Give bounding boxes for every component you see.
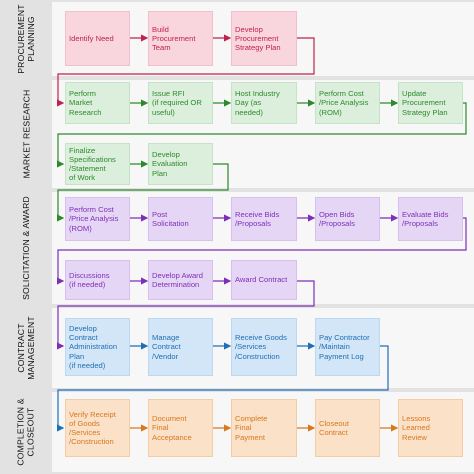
node-text: Develop Contract Administration Plan (if… (69, 323, 118, 370)
node-develop-award-determination: Develop Award Determination (148, 260, 213, 300)
node-build-team: Build Procurement Team (148, 11, 213, 66)
node-text: Develop Award Determination (152, 270, 203, 289)
node-develop-evaluation-plan: Develop Evaluation Plan (148, 143, 213, 185)
node-issue-rfi: Issue RFI (if required OR useful) (148, 82, 213, 124)
node-text: Discussions (if needed) (69, 270, 110, 289)
node-text: Award Contract (235, 275, 288, 285)
node-evaluate-bids: Evaluate Bids /Proposals (398, 197, 463, 241)
node-receive-goods: Receive Goods /Services /Construction (231, 318, 297, 376)
node-text: Finalize Specifications /Statement of Wo… (69, 145, 116, 183)
node-post-solicitation: Post Solicitation (148, 197, 213, 241)
node-closeout-contract: Closeout Contract (315, 399, 380, 457)
node-text: Perform Cost /Price Analysis (ROM) (69, 205, 119, 233)
lane-label-completion-closeout: COMPLETION & CLOSEOUT (0, 392, 52, 472)
node-text: Closeout Contract (319, 418, 349, 437)
node-text: Post Solicitation (152, 209, 189, 228)
node-text: Receive Goods /Services /Construction (235, 333, 287, 361)
node-text: Document Final Acceptance (152, 414, 192, 442)
node-identify-need: Identify Need (65, 11, 130, 66)
node-text: Lessons Learned Review (402, 414, 431, 442)
node-perform-market-research: Perform Market Research (65, 82, 130, 124)
node-text: Manage Contract /Vendor (152, 333, 181, 361)
lane-label-market-research: MARKET RESEARCH (0, 80, 52, 188)
node-pay-contractor: Pay Contractor /Maintain Payment Log (315, 318, 380, 376)
node-finalize-specifications: Finalize Specifications /Statement of Wo… (65, 143, 130, 185)
node-text: Pay Contractor /Maintain Payment Log (319, 333, 370, 361)
node-text: Identify Need (69, 33, 114, 43)
node-perform-cost-rom-1: Perform Cost /Price Analysis (ROM) (315, 82, 380, 124)
lane-title: CONTRACT MANAGEMENT (16, 316, 36, 380)
node-text: Perform Market Research (69, 89, 102, 117)
node-discussions: Discussions (if needed) (65, 260, 130, 300)
node-text: Perform Cost /Price Analysis (ROM) (319, 89, 369, 117)
node-text: Develop Procurement Strategy Plan (235, 24, 281, 53)
node-text: Host Industry Day (as needed) (235, 89, 280, 117)
node-text: Receive Bids /Proposals (235, 209, 280, 228)
node-verify-receipt: Verify Receipt of Goods /Services /Const… (65, 399, 130, 457)
node-lessons-learned: Lessons Learned Review (398, 399, 463, 457)
node-update-strategy: Update Procurement Strategy Plan (398, 82, 463, 124)
node-receive-bids: Receive Bids /Proposals (231, 197, 297, 241)
node-manage-contract: Manage Contract /Vendor (148, 318, 213, 376)
node-text: Evaluate Bids /Proposals (402, 209, 449, 228)
lane-title: COMPLETION & CLOSEOUT (16, 398, 36, 466)
lane-label-procurement-planning: PROCUREMENT PLANNING (0, 2, 52, 76)
lane-title: SOLICITATION & AWARD (21, 196, 32, 300)
node-document-acceptance: Document Final Acceptance (148, 399, 213, 457)
lane-label-contract-management: CONTRACT MANAGEMENT (0, 308, 52, 388)
node-award-contract: Award Contract (231, 260, 297, 300)
node-text: Update Procurement Strategy Plan (402, 89, 448, 117)
node-complete-payment: Complete Final Payment (231, 399, 297, 457)
node-text: Verify Receipt of Goods /Services /Const… (69, 409, 116, 447)
node-text: Open Bids /Proposals (319, 209, 355, 228)
lane-title: MARKET RESEARCH (21, 89, 32, 179)
node-host-industry-day: Host Industry Day (as needed) (231, 82, 297, 124)
node-text: Complete Final Payment (235, 414, 268, 442)
lane-label-solicitation-award: SOLICITATION & AWARD (0, 192, 52, 304)
lane-title: PROCUREMENT PLANNING (16, 4, 36, 74)
node-develop-strategy: Develop Procurement Strategy Plan (231, 11, 297, 66)
node-text: Build Procurement Team (152, 24, 196, 53)
node-perform-cost-rom-2: Perform Cost /Price Analysis (ROM) (65, 197, 130, 241)
node-text: Develop Evaluation Plan (152, 150, 188, 178)
node-open-bids: Open Bids /Proposals (315, 197, 380, 241)
node-text: Issue RFI (if required OR useful) (152, 89, 202, 117)
node-develop-admin-plan: Develop Contract Administration Plan (if… (65, 318, 130, 376)
